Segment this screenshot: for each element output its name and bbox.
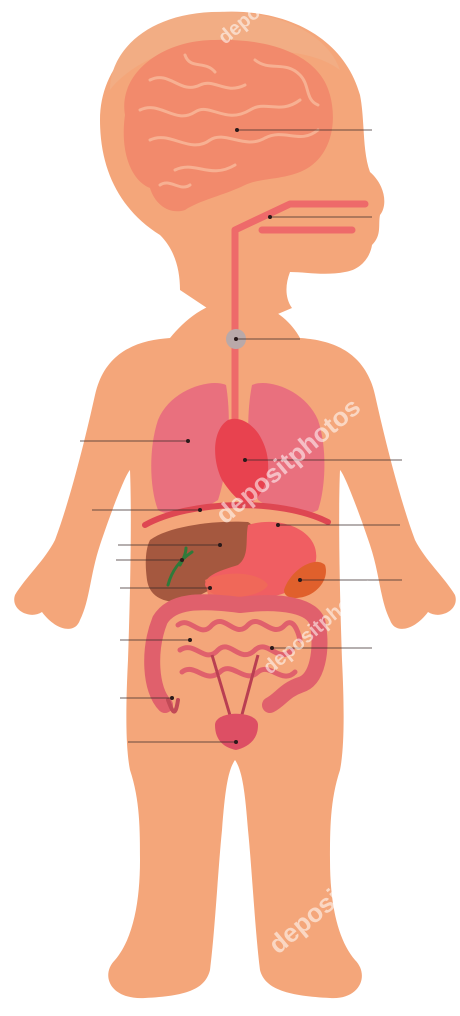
label-dot-heart <box>243 458 247 462</box>
label-dot-pancreas <box>208 586 212 590</box>
label-dot-lung <box>186 439 190 443</box>
label-dot-liver <box>218 543 222 547</box>
label-dot-stomach <box>276 523 280 527</box>
label-dot-gallbladder <box>180 558 184 562</box>
label-dot-diaphragm <box>198 508 202 512</box>
label-dot-appendix <box>170 696 174 700</box>
label-dot-throat <box>268 215 272 219</box>
label-dot-bladder <box>234 740 238 744</box>
label-dot-larynx <box>234 337 238 341</box>
label-dot-large-intestine <box>188 638 192 642</box>
label-dot-brain <box>235 128 239 132</box>
label-dot-spleen <box>298 578 302 582</box>
